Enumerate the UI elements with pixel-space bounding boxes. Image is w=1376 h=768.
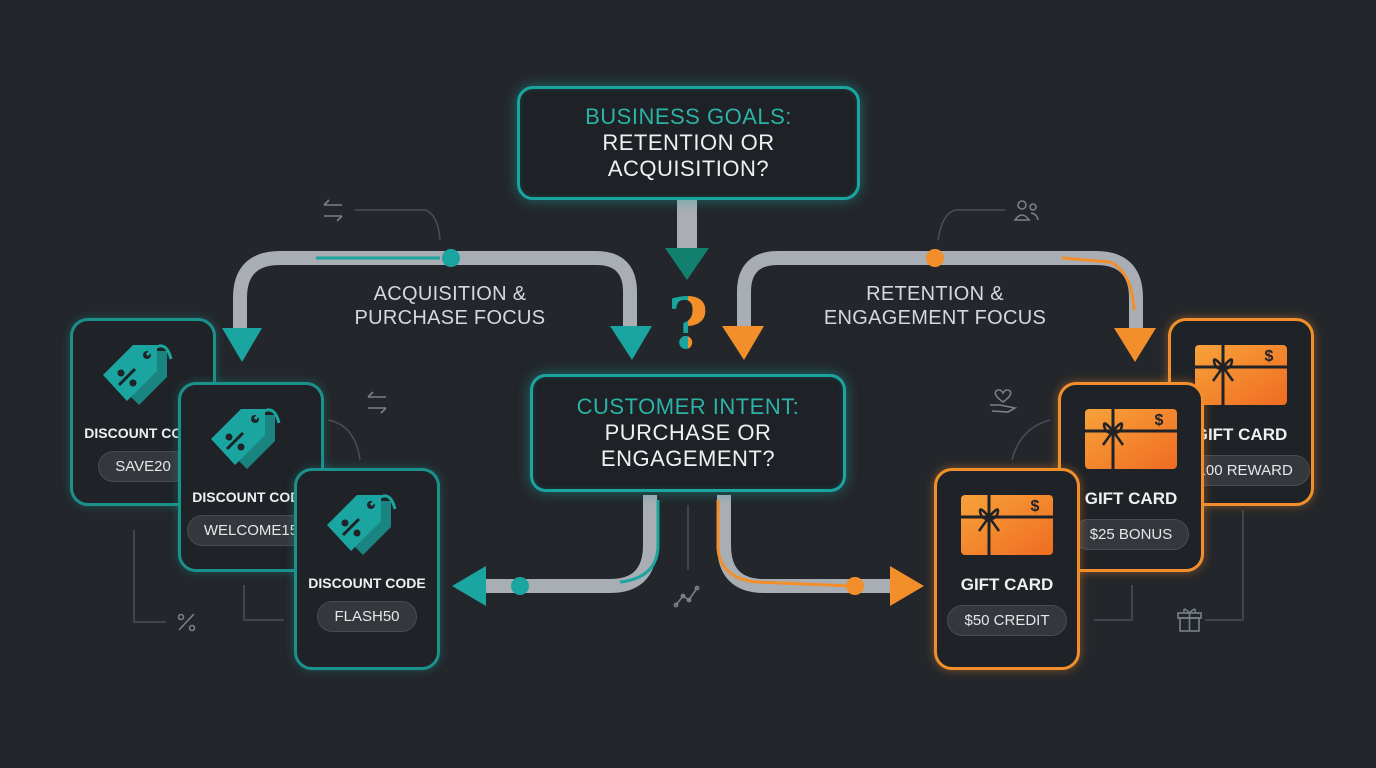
retention-label-line1: RETENTION & <box>866 283 1004 305</box>
business-goals-node: BUSINESS GOALS: RETENTION OR ACQUISITION… <box>517 86 860 200</box>
gift-box-icon <box>1177 608 1202 632</box>
business-goals-line1: BUSINESS GOALS: <box>585 104 792 129</box>
customer-intent-line1: CUSTOMER INTENT: <box>576 394 800 419</box>
acquisition-label-line2: PURCHASE FOCUS <box>354 307 546 329</box>
svg-text:$: $ <box>1265 348 1274 365</box>
svg-text:$: $ <box>1155 412 1164 429</box>
retention-label: RETENTION & ENGAGEMENT FOCUS <box>815 282 1055 330</box>
users-icon <box>1013 200 1039 221</box>
svg-text:$: $ <box>1031 498 1040 515</box>
acquisition-path <box>222 249 652 362</box>
customer-intent-line2: PURCHASE OR <box>604 420 772 445</box>
discount-code-pill[interactable]: FLASH50 <box>317 601 417 632</box>
percent-icon <box>177 613 196 632</box>
heart-hand-icon <box>990 389 1018 413</box>
discount-card-3[interactable]: DISCOUNT CODE FLASH50 <box>294 468 440 670</box>
discount-code-pill[interactable]: SAVE20 <box>98 451 188 482</box>
question-mark-icon: ? <box>664 284 712 364</box>
customer-intent-node: CUSTOMER INTENT: PURCHASE OR ENGAGEMENT? <box>530 374 846 492</box>
gift-value-pill[interactable]: $50 CREDIT <box>947 605 1067 636</box>
discount-code-pill[interactable]: WELCOME15 <box>186 515 316 546</box>
customer-intent-line3: ENGAGEMENT? <box>600 446 776 471</box>
gift-card-title: GIFT CARD <box>1084 489 1178 508</box>
purchase-arrow <box>452 495 660 606</box>
price-tag-percent-icon <box>211 408 281 469</box>
retention-label-line2: ENGAGEMENT FOCUS <box>823 307 1047 329</box>
price-tag-percent-icon <box>103 344 173 405</box>
gift-value-pill[interactable]: $25 BONUS <box>1072 519 1190 550</box>
swap-arrows-icon <box>323 199 387 414</box>
engagement-arrow <box>716 495 924 606</box>
gift-card-title: GIFT CARD <box>960 575 1054 594</box>
business-goals-line2: RETENTION OR <box>602 130 775 155</box>
acquisition-label: ACQUISITION & PURCHASE FOCUS <box>340 282 560 330</box>
gift-card-icon: $ <box>1085 409 1177 469</box>
gift-card-3[interactable]: $ GIFT CARD $50 CREDIT <box>934 468 1080 670</box>
discount-card-title: DISCOUNT CODE <box>308 575 426 591</box>
center-drop-arrow <box>665 200 709 280</box>
gift-card-icon: $ <box>1195 345 1287 405</box>
retention-path <box>722 249 1156 362</box>
gift-card-title: GIFT CARD <box>1194 425 1288 444</box>
price-tag-percent-icon <box>327 494 397 555</box>
discount-card-title: DISCOUNT CODE <box>192 489 310 505</box>
trend-line-icon <box>673 585 700 608</box>
discount-card-title: DISCOUNT CODE <box>84 425 202 441</box>
business-goals-line3: ACQUISITION? <box>607 156 770 181</box>
acquisition-label-line1: ACQUISITION & <box>373 283 527 305</box>
gift-card-icon: $ <box>961 495 1053 555</box>
